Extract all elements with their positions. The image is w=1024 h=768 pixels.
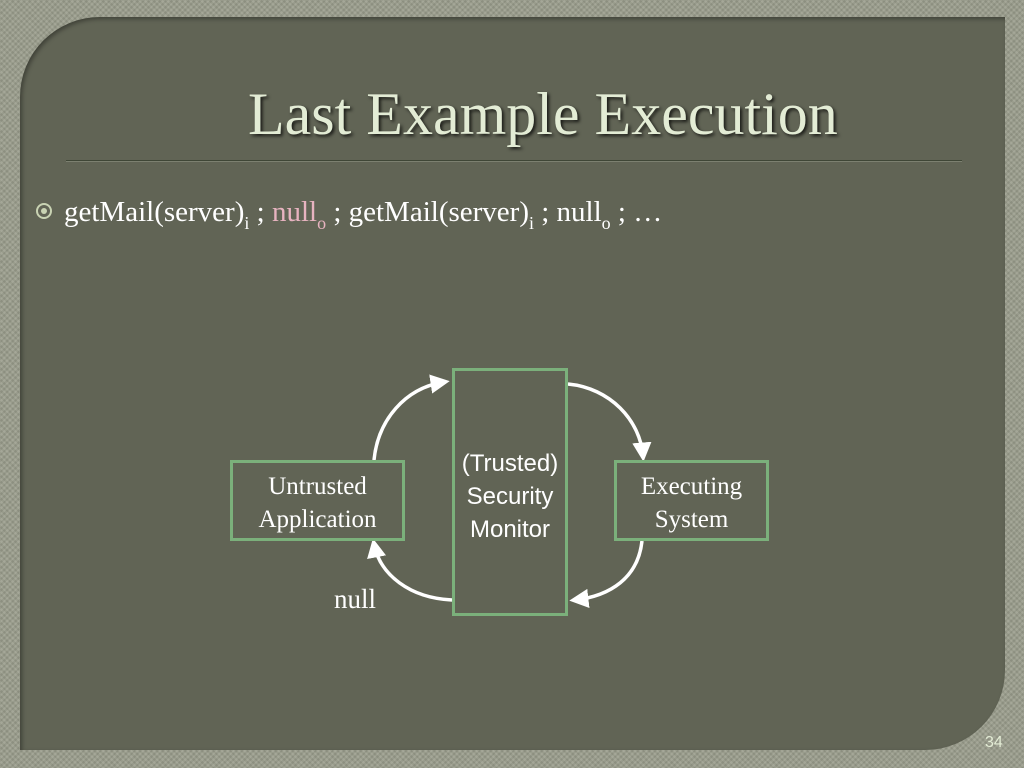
null-return-label: null	[334, 584, 377, 614]
trace-sep-1: ;	[249, 196, 272, 228]
exec-line-1: Executing	[640, 473, 743, 500]
executing-system-box: Executing System	[614, 460, 769, 541]
exec-line-2: System	[654, 506, 729, 533]
arrow-exec-to-monitor	[569, 540, 644, 609]
page-number: 34	[985, 734, 1003, 751]
trace-call-1: getMail(server)	[64, 196, 245, 228]
arrow-app-to-monitor	[372, 374, 450, 461]
monitor-line-3: Monitor	[469, 516, 551, 543]
untrusted-app-line-1: Untrusted	[268, 473, 367, 500]
monitor-line-1: (Trusted)	[461, 450, 559, 477]
trace-sub-4: o	[601, 213, 611, 233]
trace-sub-1: i	[244, 213, 250, 233]
trace-sub-3: i	[528, 213, 534, 233]
trace-call-2: ; getMail(server)	[326, 196, 529, 228]
trace-null-2: ; null	[534, 196, 602, 228]
security-monitor-box: (Trusted) Security Monitor	[452, 368, 568, 616]
trace-null-highlight: nullo	[271, 196, 327, 233]
arrow-monitor-to-exec	[567, 382, 652, 462]
untrusted-application-box: Untrusted Application	[230, 460, 405, 541]
bullet-trace: getMail(server)i ; nullo ; getMail(serve…	[36, 196, 663, 233]
bullet-circle-icon	[36, 203, 52, 220]
title-divider	[66, 160, 962, 162]
trace-ellipsis: ; …	[610, 196, 663, 228]
arrow-monitor-to-app	[367, 538, 453, 602]
slide-title: Last Example Execution	[248, 81, 838, 147]
untrusted-app-line-2: Application	[258, 506, 377, 533]
monitor-line-2: Security	[466, 483, 554, 510]
